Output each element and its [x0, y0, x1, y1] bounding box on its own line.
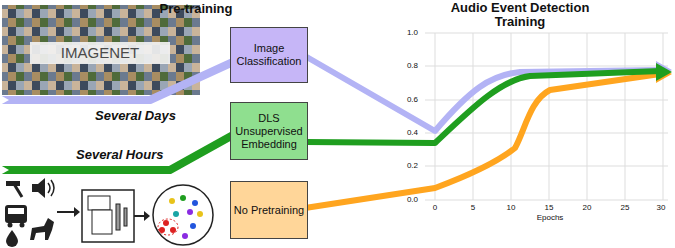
box-text: DLS Unsupervised Embedding: [231, 112, 307, 151]
pretraining-box: No Pretraining: [230, 181, 308, 239]
x-tick: 0: [425, 203, 445, 213]
y-tick: 0.8: [396, 61, 418, 71]
box-label: No Pretraining: [234, 204, 304, 217]
x-tick: 20: [577, 203, 597, 213]
y-tick: 0.6: [396, 95, 418, 105]
pretraining-box: DLS Unsupervised Embedding: [230, 102, 308, 160]
network-sketch: [57, 185, 213, 245]
sound-icons: [5, 178, 54, 247]
y-tick: 0.2: [396, 161, 418, 171]
duration-label: Several Hours: [76, 147, 176, 163]
x-tick: 30: [651, 203, 671, 213]
x-tick: 15: [539, 203, 559, 213]
y-tick: 0.0: [396, 195, 418, 205]
logo-band: [30, 42, 170, 64]
x-tick: 25: [615, 203, 635, 213]
box-label: DLS Unsupervised Embedding: [231, 112, 307, 151]
tail-notch: [0, 95, 9, 105]
y-tick: 0.4: [396, 128, 418, 138]
y-tick: 1.0: [396, 28, 418, 38]
box-text: Image Classification: [231, 42, 307, 68]
training-curves: [0, 56, 660, 208]
section-heading: Audio Event Detection Training: [440, 1, 600, 29]
arrow-head: [656, 63, 672, 81]
tail-notch: [0, 165, 9, 175]
logo-text: IMAGENET: [40, 44, 160, 63]
section-heading: Pre-training: [140, 1, 252, 17]
duration-label: Several Days: [95, 108, 195, 124]
pretraining-box: Image Classification: [230, 27, 308, 83]
axis-title: Epochs: [520, 213, 580, 223]
x-tick: 5: [463, 203, 483, 213]
x-tick: 10: [501, 203, 521, 213]
box-text: No Pretraining: [234, 204, 304, 217]
box-label: Image Classification: [231, 42, 307, 68]
imagenet-mosaic: [2, 5, 200, 95]
